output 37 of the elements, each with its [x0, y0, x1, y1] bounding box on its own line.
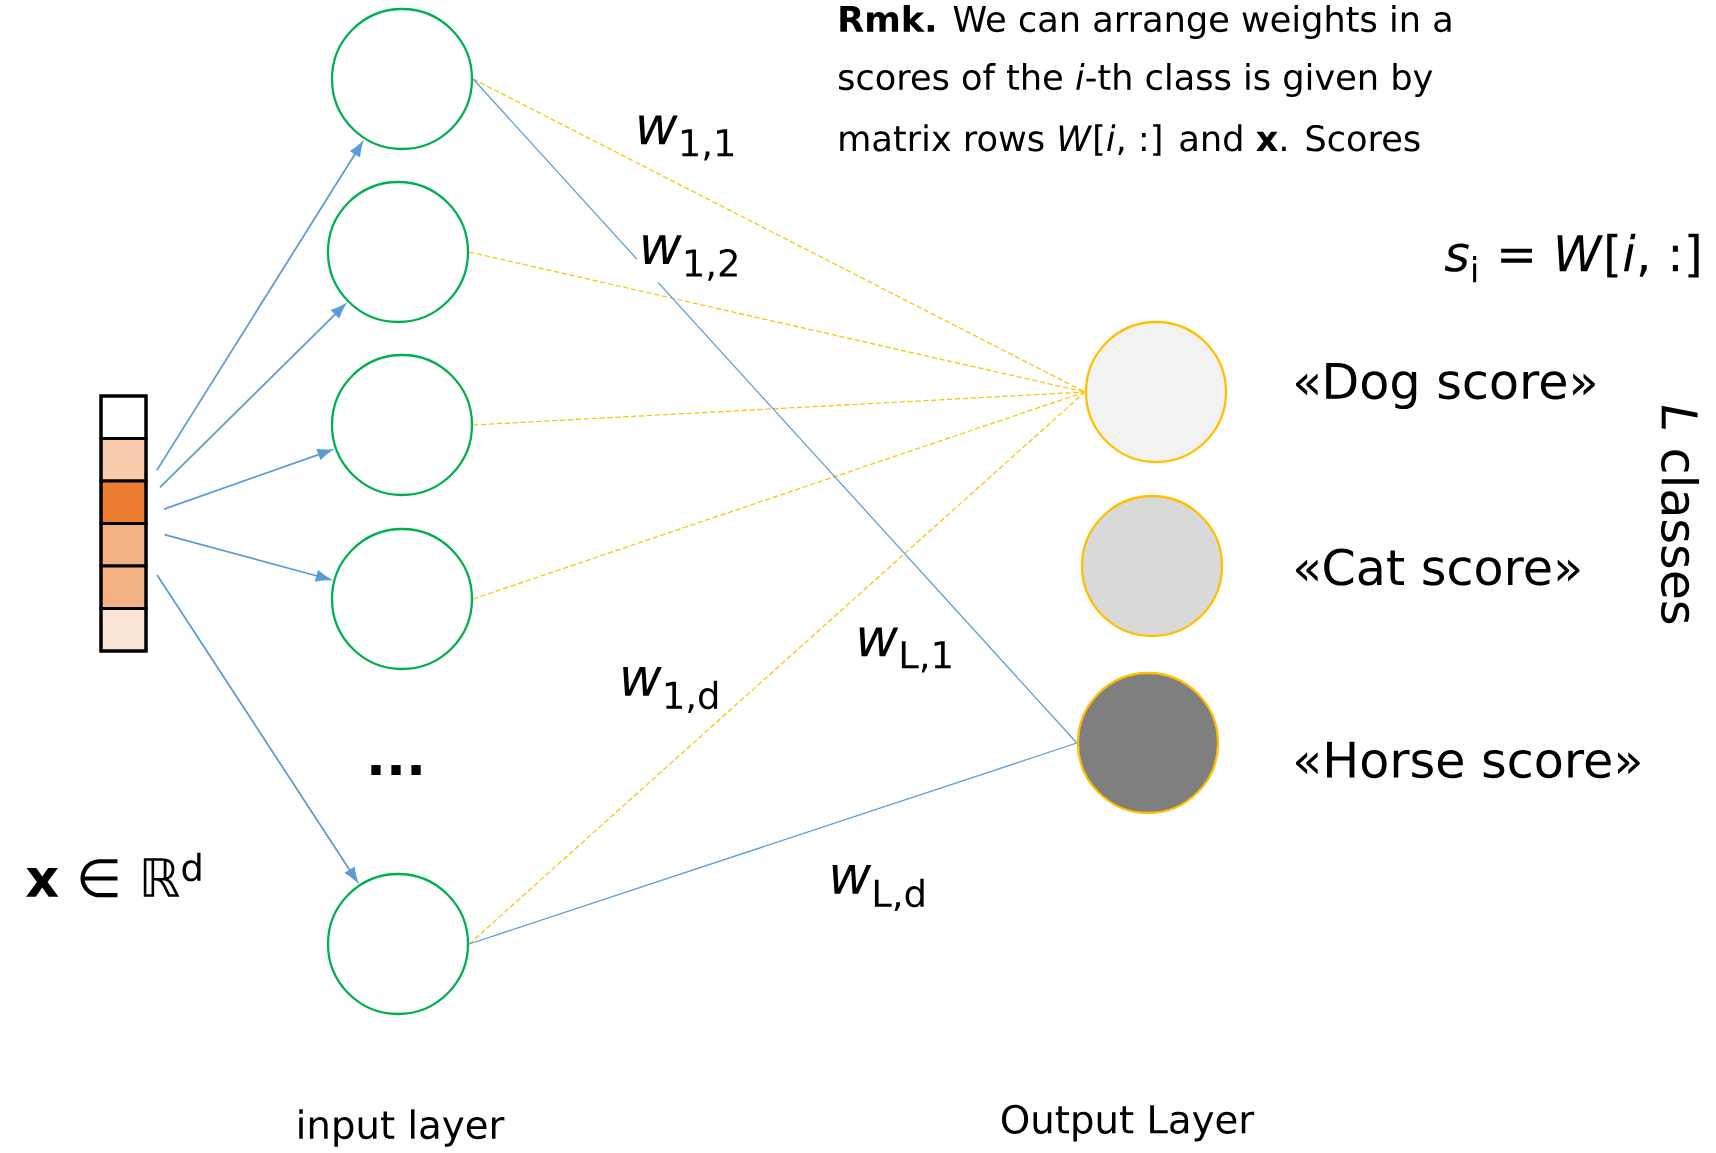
layer-label: input layer [299, 1109, 505, 1147]
vector-drawing [99, 394, 148, 653]
vector-label: x ∈ ℝ$^{d}$ [26, 852, 201, 898]
edge-label: w$_{L,1}$ [853, 625, 957, 675]
edge-label: w$_{1,2}$ [636, 233, 744, 283]
neuron-circle [326, 872, 470, 1016]
neuron-circle [330, 7, 474, 151]
arrow [155, 141, 364, 472]
connection-line [472, 391, 1086, 600]
side-label: L classes [1661, 405, 1700, 624]
layer-label: Output Layer [1002, 1104, 1255, 1142]
edge-label: w$_{L,d}$ [826, 863, 930, 913]
equation: s$_{i}$ = W[i, :] [1444, 233, 1699, 283]
connection-line [472, 391, 1086, 426]
edge-label: w$_{1,d}$ [616, 665, 724, 715]
class-label: «Dog score» [1295, 362, 1595, 410]
neuron-circle [330, 353, 474, 497]
neuron-circle [1084, 320, 1228, 464]
neuron-circle [330, 527, 474, 671]
connection-line [468, 742, 1078, 945]
connection-line [472, 78, 1086, 393]
edge-label: w$_{1,1}$ [632, 113, 740, 163]
class-label: «Horse score» [1295, 741, 1640, 779]
ellipsis: ... [371, 765, 421, 775]
arrow [163, 533, 331, 582]
neuron-circle [326, 180, 470, 324]
arrow [159, 303, 346, 489]
paragraph-line: matrix rows W[i, :] and x. Scores [840, 124, 1420, 156]
paragraph-line: scores of the i-th class is given by [839, 63, 1433, 97]
paragraph-line: Rmk. We can arrange weights in a [840, 5, 1451, 39]
connection-line [472, 78, 1078, 744]
connection-line [468, 391, 1086, 945]
neuron-circle [1080, 494, 1224, 638]
neuron-circle [1076, 671, 1220, 815]
arrow [156, 574, 358, 883]
class-label: «Cat score» [1295, 548, 1580, 586]
arrow [163, 449, 333, 511]
